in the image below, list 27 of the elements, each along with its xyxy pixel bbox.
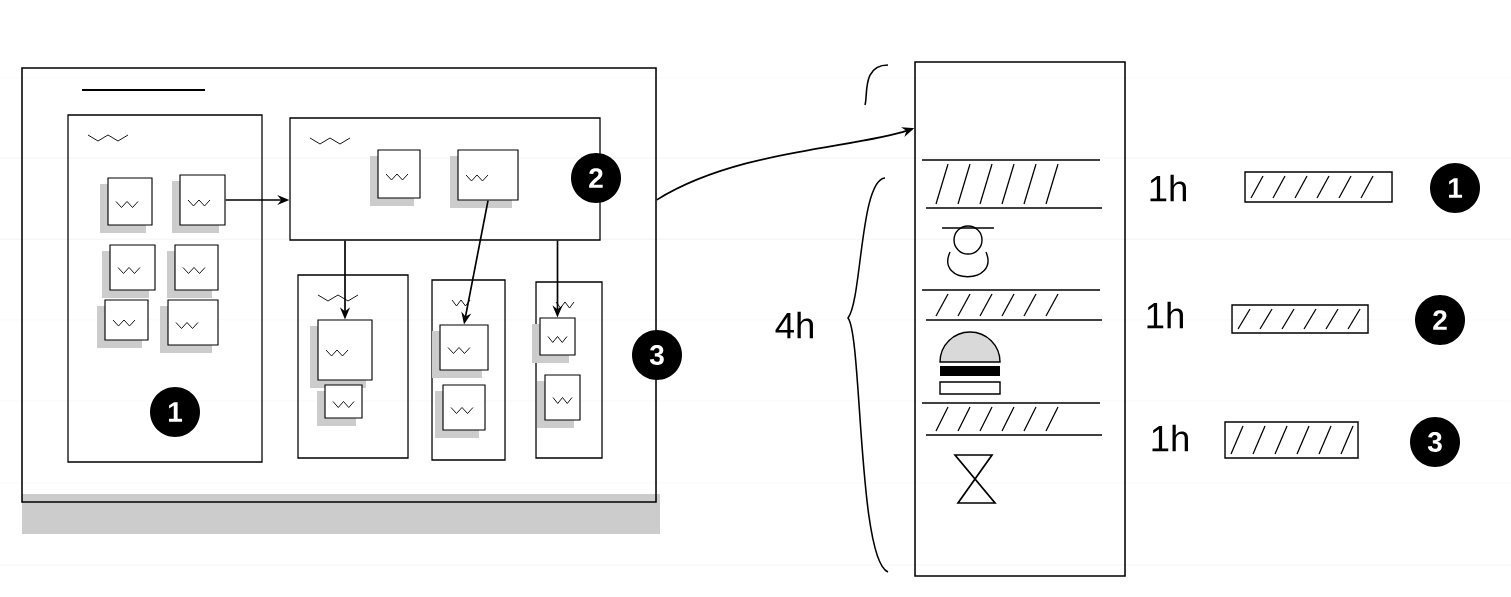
sticky-note: [160, 299, 219, 353]
sticky-note: [435, 384, 486, 438]
callout-number: 1: [1430, 163, 1480, 213]
timeline-box: [914, 61, 1126, 577]
sticky-note: [102, 244, 156, 298]
sticky-note: [97, 299, 149, 348]
column-box: [297, 274, 409, 459]
sticky-note: [537, 374, 581, 428]
callout-number: 2: [1415, 295, 1465, 345]
callout-number: 3: [632, 330, 682, 380]
sticky-note: [370, 149, 421, 206]
sticky-note: [450, 149, 519, 208]
sticky-note: [167, 244, 219, 298]
sticky-note: [317, 384, 363, 426]
callout-number: 3: [1410, 417, 1460, 467]
sticky-note: [172, 174, 226, 233]
callout-number: 2: [571, 153, 621, 203]
sticky-note: [100, 177, 153, 233]
callout-number: 1: [150, 387, 200, 437]
duration-label: 4h: [775, 311, 813, 339]
sticky-note: [532, 317, 576, 363]
column-box: [289, 117, 601, 241]
sticky-note: [432, 324, 489, 378]
column-box: [67, 114, 263, 463]
column-box: [535, 281, 603, 459]
sticky-note: [310, 319, 373, 388]
column-box: [431, 279, 506, 461]
